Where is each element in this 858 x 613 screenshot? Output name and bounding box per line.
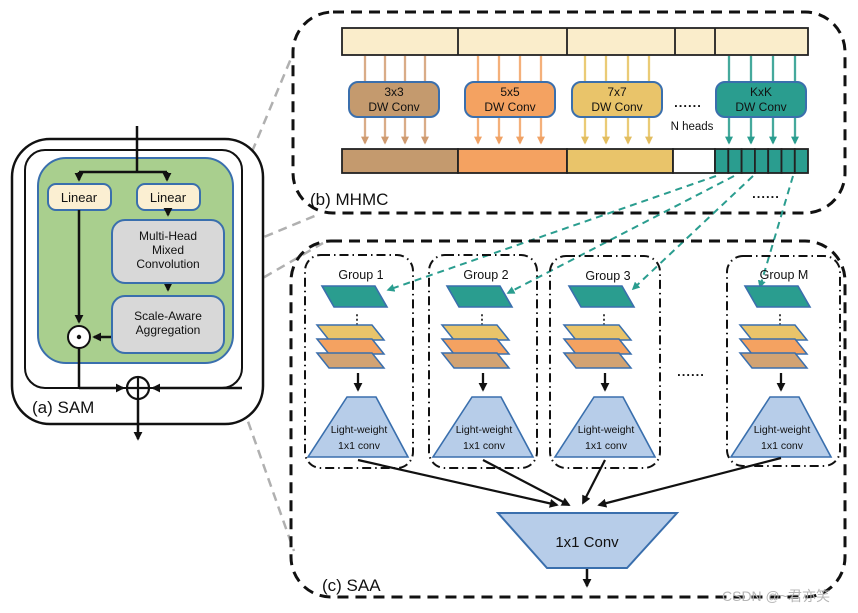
- sam-mhmc-line3: Convolution: [136, 257, 199, 271]
- sam-saa-box: [111, 295, 225, 354]
- mhmc-panel: 3x3 DW Conv 5x5 DW Conv 7x7 DW Conv ....…: [291, 10, 847, 215]
- group-m-label: Group M: [760, 268, 809, 282]
- group-1-trap-line2: 1x1 conv: [338, 440, 381, 452]
- group-m: Group M ⋮ Light-weight 1x1 conv: [726, 255, 841, 467]
- group-m-stack-dots: ⋮: [774, 312, 787, 327]
- group-m-orange-feature: [738, 338, 809, 355]
- group-m-tan-feature: [738, 352, 809, 369]
- group-2-stack-dots: ⋮: [476, 312, 489, 327]
- mhmc-output-bar: [341, 148, 809, 174]
- group-1-trap-line1: Light-weight: [331, 424, 388, 436]
- sam-mhmc-line1: Multi-Head: [139, 229, 197, 243]
- group-2-trap-line2: 1x1 conv: [463, 440, 506, 452]
- dwconv-3x3-box: 3x3 DW Conv: [348, 81, 440, 118]
- sam-saa-line2: Aggregation: [136, 323, 201, 337]
- group-1-stack-dots: ⋮: [351, 312, 364, 327]
- group-3-orange-feature: [562, 338, 633, 355]
- group-2-label: Group 2: [463, 268, 508, 282]
- linear-right-label: Linear: [150, 190, 187, 205]
- watermark-text: CSDN @~君亦笑: [722, 588, 830, 604]
- mhmc-input-bar: [341, 27, 809, 56]
- dwconv-7x7-kernel: 7x7: [607, 85, 627, 99]
- sam-saa-line1: Scale-Aware: [134, 309, 202, 323]
- group-3-trap-line1: Light-weight: [578, 424, 635, 436]
- mhmc-panel-label: (b) MHMC: [310, 190, 388, 209]
- dwconv-5x5-box: 5x5 DW Conv: [464, 81, 556, 118]
- dwconv-7x7-label: DW Conv: [591, 100, 642, 114]
- group-m-trap-line2: 1x1 conv: [761, 440, 804, 452]
- group-1-teal-feature: [320, 285, 389, 308]
- group-2-trapezoid: [431, 396, 535, 458]
- n-heads-label: N heads: [671, 121, 714, 133]
- group-1: Group 1 ⋮ Light-weight 1x1 conv: [304, 254, 414, 469]
- group-3-yellow-feature: [562, 324, 633, 341]
- group-3-label: Group 3: [585, 269, 630, 283]
- dwconv-5x5-label: DW Conv: [484, 100, 535, 114]
- group-3-teal-feature: [567, 285, 636, 308]
- dwconv-7x7-box: 7x7 DW Conv: [571, 81, 663, 118]
- group-2: Group 2 ⋮ Light-weight 1x1 conv: [428, 254, 538, 469]
- dwconv-5x5-kernel: 5x5: [500, 85, 520, 99]
- saa-panel: Group 1 ⋮ Light-weight 1x1 conv Group 2 …: [289, 239, 847, 599]
- group-3-trapezoid: [553, 396, 657, 458]
- group-1-trapezoid: [306, 396, 410, 458]
- groups-ellipsis: ......: [677, 364, 705, 379]
- group-3: Group 3 ⋮ Light-weight 1x1 conv: [549, 255, 661, 469]
- group-3-trap-line2: 1x1 conv: [585, 440, 628, 452]
- sam-input-arrows: [74, 126, 172, 182]
- residual-add-node: [125, 375, 151, 401]
- group-2-yellow-feature: [440, 324, 511, 341]
- group-m-teal-feature: [743, 285, 812, 308]
- sam-mhmc-line2: Mixed: [152, 243, 184, 257]
- channel-distribution-lines: [386, 175, 794, 294]
- dwconv-3x3-kernel: 3x3: [384, 85, 404, 99]
- aggregation-arrows: [357, 456, 782, 508]
- dwconv-kxk-label: DW Conv: [735, 100, 786, 114]
- sam-panel: Linear Linear Multi-Head Mixed Convoluti…: [10, 126, 265, 441]
- linear-left-label: Linear: [61, 190, 98, 205]
- group-m-trap-line1: Light-weight: [754, 424, 811, 436]
- sam-flow-arrows: [74, 207, 242, 441]
- dwconv-kxk-kernel: KxK: [750, 85, 772, 99]
- dwconv-kxk-box: KxK DW Conv: [715, 81, 807, 118]
- group-1-label: Group 1: [338, 268, 383, 282]
- group-3-stack-dots: ⋮: [598, 312, 611, 327]
- final-conv-trapezoid: [495, 512, 680, 569]
- saa-panel-label: (c) SAA: [322, 576, 381, 595]
- group-2-teal-feature: [445, 285, 514, 308]
- group-1-tan-feature: [315, 352, 386, 369]
- group-1-orange-feature: [315, 338, 386, 355]
- dwconv-3x3-label: DW Conv: [368, 100, 419, 114]
- hadamard-dot-icon: [76, 334, 82, 340]
- group-m-yellow-feature: [738, 324, 809, 341]
- group-m-trapezoid: [729, 396, 833, 458]
- group-3-tan-feature: [562, 352, 633, 369]
- sam-panel-label: (a) SAM: [32, 398, 94, 417]
- sam-mhmc-box: [111, 219, 225, 284]
- saa-panel-border: [289, 239, 847, 599]
- group-1-yellow-feature: [315, 324, 386, 341]
- channels-ellipsis: ......: [752, 186, 780, 201]
- group-2-tan-feature: [440, 352, 511, 369]
- group-2-trap-line1: Light-weight: [456, 424, 513, 436]
- group-2-orange-feature: [440, 338, 511, 355]
- final-conv-label: 1x1 Conv: [555, 534, 619, 551]
- heads-ellipsis: ......: [674, 95, 702, 110]
